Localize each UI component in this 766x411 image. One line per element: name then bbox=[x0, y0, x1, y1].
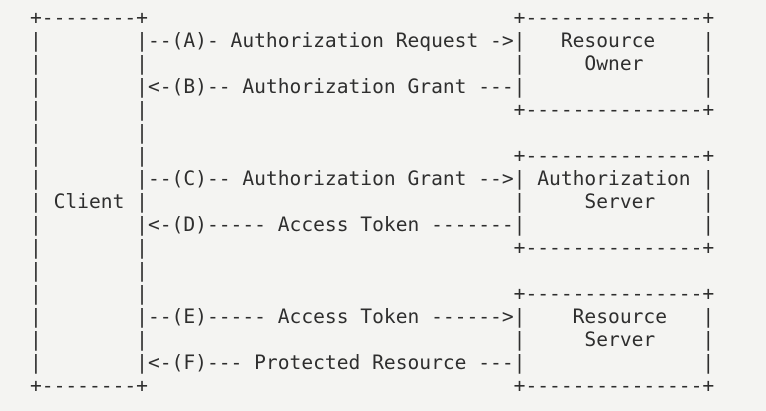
diagram-line: | | | Owner | bbox=[30, 52, 715, 75]
diagram-line: | | | Server | bbox=[30, 328, 715, 351]
diagram-line: | |<-(D)----- Access Token -------| | bbox=[30, 213, 715, 236]
diagram-line: | |--(C)-- Authorization Grant -->| Auth… bbox=[30, 167, 715, 190]
diagram-line: | | bbox=[30, 121, 148, 144]
diagram-line: | |--(A)- Authorization Request ->| Reso… bbox=[30, 29, 715, 52]
diagram-line: | | bbox=[30, 259, 148, 282]
diagram-line: | | +---------------+ bbox=[30, 282, 715, 305]
diagram-line: | |<-(B)-- Authorization Grant ---| | bbox=[30, 75, 715, 98]
diagram-line: | | +---------------+ bbox=[30, 236, 715, 259]
diagram-line: | Client | | Server | bbox=[30, 190, 715, 213]
diagram-line: | |--(E)----- Access Token ------>| Reso… bbox=[30, 305, 715, 328]
diagram-line: +--------+ +---------------+ bbox=[30, 6, 715, 29]
diagram-line: | |<-(F)--- Protected Resource ---| | bbox=[30, 351, 715, 374]
ascii-diagram: +--------+ +---------------+ | |--(A)- A… bbox=[30, 6, 714, 397]
diagram-line: +--------+ +---------------+ bbox=[30, 374, 715, 397]
diagram-line: | | +---------------+ bbox=[30, 144, 715, 167]
diagram-line: | | +---------------+ bbox=[30, 98, 715, 121]
